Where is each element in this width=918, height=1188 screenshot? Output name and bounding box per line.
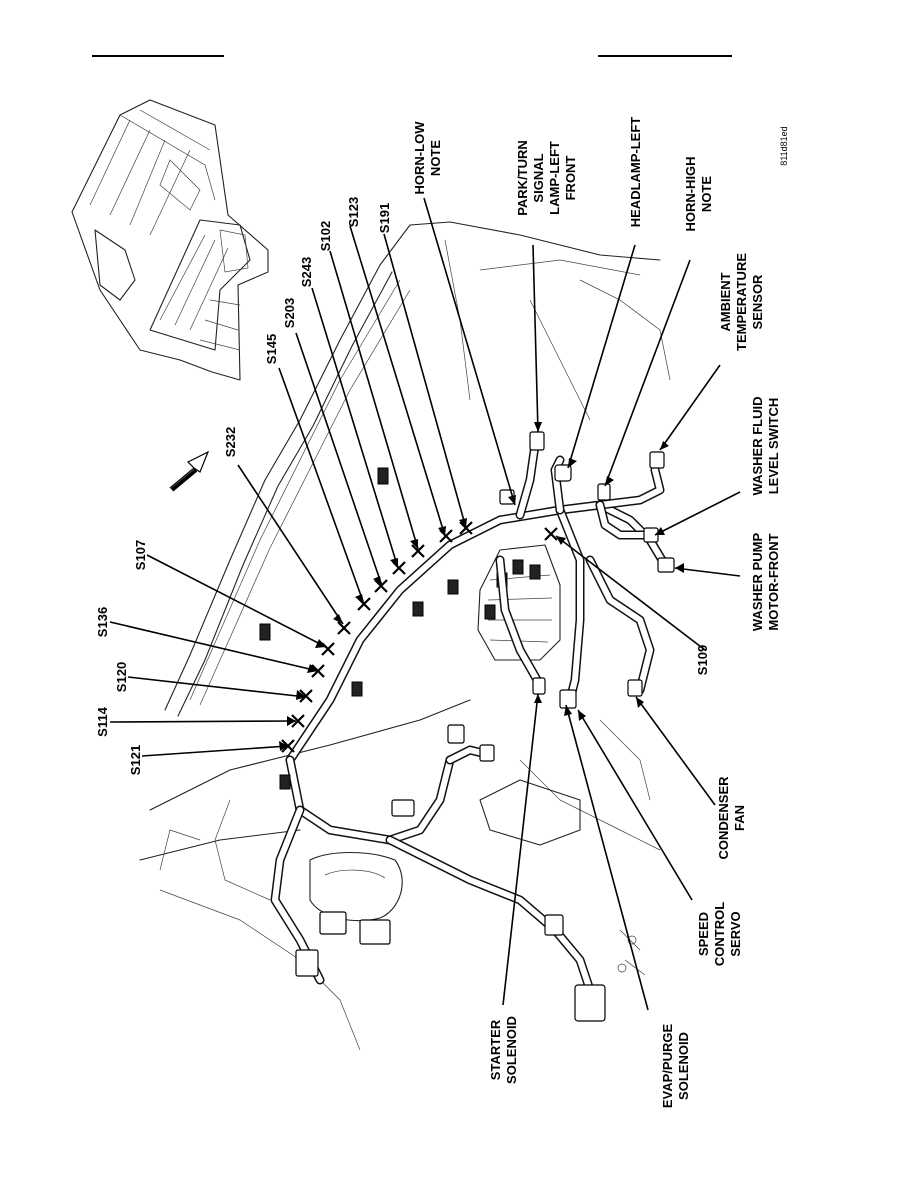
label-s120: S120 — [114, 662, 129, 692]
horn-high-line-2: NOTE — [699, 176, 714, 212]
leader-lines — [109, 197, 741, 1011]
label-headlamp-left: HEADLAMP-LEFT — [628, 117, 643, 228]
label-s123: S123 — [346, 197, 361, 227]
label-s145: S145 — [264, 334, 279, 364]
horn-low-line-1: HORN-LOW — [412, 121, 427, 195]
label-starter-solenoid: STARTER SOLENOID — [488, 1016, 519, 1084]
evap-line-2: SOLENOID — [676, 1032, 691, 1100]
washer-pump-line-1: WASHER PUMP — [750, 533, 765, 632]
ambient-line-3: SENSOR — [750, 274, 765, 330]
park-turn-line-3: LAMP-LEFT — [547, 141, 562, 215]
washer-pump-line-2: MOTOR-FRONT — [766, 533, 781, 630]
condenser-line-2: FAN — [732, 805, 747, 831]
label-s102: S102 — [318, 221, 333, 251]
condenser-line-1: CONDENSER — [716, 776, 731, 860]
label-s114: S114 — [95, 706, 110, 736]
figure-id: 811d81ed — [779, 126, 789, 165]
wiring-harness — [270, 440, 670, 995]
label-s109: S109 — [695, 645, 710, 675]
washer-fluid-line-1: WASHER FLUID — [750, 397, 765, 496]
label-ambient-temperature-sensor: AMBIENT TEMPERATURE SENSOR — [718, 253, 765, 351]
engine-compartment — [139, 221, 671, 1051]
washer-fluid-line-2: LEVEL SWITCH — [766, 398, 781, 495]
ambient-line-1: AMBIENT — [718, 272, 733, 331]
horn-low-line-2: NOTE — [428, 140, 443, 176]
label-washer-pump-motor: WASHER PUMP MOTOR-FRONT — [750, 533, 781, 632]
speed-line-3: SERVO — [728, 911, 743, 956]
forward-arrow-icon — [169, 450, 210, 492]
label-s203: S203 — [282, 298, 297, 328]
label-s121: S121 — [128, 745, 143, 775]
header-rule-right — [598, 55, 732, 57]
park-turn-line-2: SIGNAL — [531, 153, 546, 202]
label-horn-high-note: HORN-HIGH NOTE — [683, 156, 714, 231]
speed-line-2: CONTROL — [712, 902, 727, 966]
label-washer-fluid-level-switch: WASHER FLUID LEVEL SWITCH — [750, 397, 781, 496]
horn-high-line-1: HORN-HIGH — [683, 156, 698, 231]
connectors — [259, 431, 675, 1022]
label-evap-purge-solenoid: EVAP/PURGE SOLENOID — [660, 1024, 691, 1109]
starter-line-1: STARTER — [488, 1019, 503, 1080]
park-turn-line-4: FRONT — [563, 156, 578, 201]
label-s136: S136 — [95, 607, 110, 637]
ambient-line-2: TEMPERATURE — [734, 253, 749, 351]
arrowheads — [279, 422, 684, 751]
starter-line-2: SOLENOID — [504, 1016, 519, 1084]
park-turn-line-1: PARK/TURN — [515, 140, 530, 216]
splice-marks — [281, 521, 558, 753]
label-s107: S107 — [133, 540, 148, 570]
evap-line-1: EVAP/PURGE — [660, 1024, 675, 1109]
label-speed-control-servo: SPEED CONTROL SERVO — [696, 902, 743, 966]
label-s191: S191 — [377, 203, 392, 233]
label-s243: S243 — [299, 257, 314, 287]
speed-line-1: SPEED — [696, 912, 711, 956]
vehicle-locator-inset — [71, 99, 269, 381]
headlamp-left-line-1: HEADLAMP-LEFT — [628, 117, 643, 228]
label-park-turn-signal-lamp: PARK/TURN SIGNAL LAMP-LEFT FRONT — [515, 140, 578, 216]
header-rule-left — [92, 55, 224, 57]
label-horn-low-note: HORN-LOW NOTE — [412, 121, 443, 195]
label-s232: S232 — [223, 427, 238, 457]
label-condenser-fan: CONDENSER FAN — [716, 776, 747, 860]
